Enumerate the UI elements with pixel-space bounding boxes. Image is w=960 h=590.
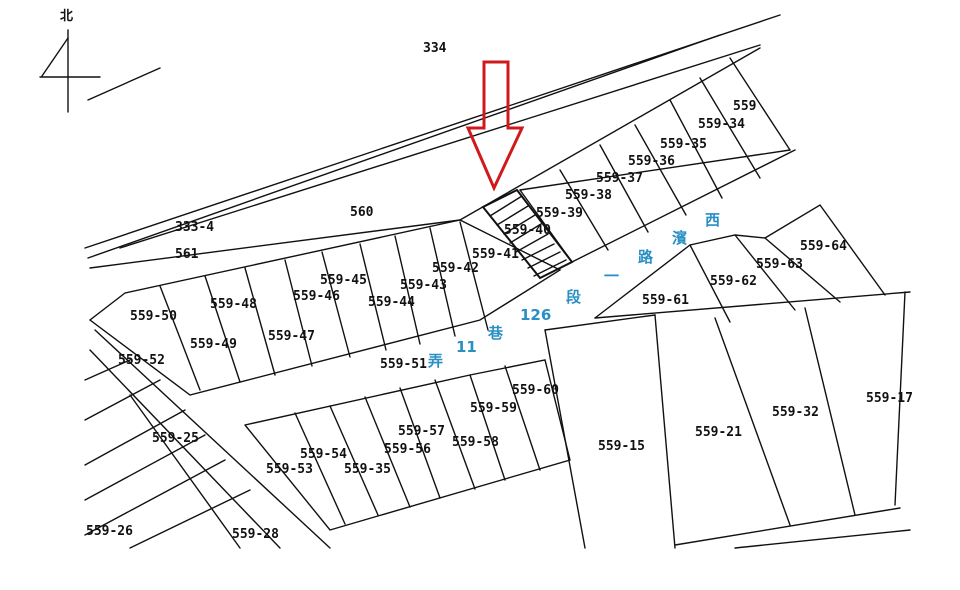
road-boundaries [84, 14, 791, 269]
parcel-label: 559-39 [536, 206, 583, 221]
parcel-label: 559-61 [642, 293, 689, 308]
parcel-label: 559-49 [190, 337, 237, 352]
road-label: 路 [638, 248, 654, 266]
parcel-label: 559-53 [266, 462, 313, 477]
parcel-block-west [84, 329, 331, 549]
target-parcel-559-40 [481, 188, 574, 280]
parcel-label: 559-62 [710, 274, 757, 289]
parcel-label: 559-64 [800, 239, 847, 254]
road-label: 巷 [487, 324, 504, 342]
parcel-label: 559-51 [380, 357, 427, 372]
road-label: 126 [520, 306, 551, 324]
parcel-block-559-34 [519, 57, 796, 263]
parcel-block-east [544, 204, 911, 549]
red-pointer-arrow-icon [465, 60, 525, 192]
parcel-label: 559-57 [398, 424, 445, 439]
parcel-label: 559-21 [695, 425, 742, 440]
parcel-label: 559-35 [344, 462, 391, 477]
parcel-row-north [88, 219, 562, 396]
north-arrow-icon [39, 29, 161, 113]
parcel-label: 559-41 [472, 247, 519, 262]
parcel-label: 559-47 [268, 329, 315, 344]
parcel-label: 334 [423, 41, 447, 56]
parcel-label: 559-32 [772, 405, 819, 420]
parcel-label: 559-25 [152, 431, 199, 446]
parcel-label: 559-28 [232, 527, 279, 542]
road-label: 段 [566, 288, 581, 306]
parcel-label: 559-63 [756, 257, 803, 272]
parcel-label: 559-54 [300, 447, 347, 462]
parcel-label: 559-35 [660, 137, 707, 152]
parcel-label: 559-43 [400, 278, 447, 293]
road-label: 11 [456, 338, 477, 356]
parcel-label: 559-38 [565, 188, 612, 203]
parcel-label: 559-40 [504, 223, 551, 238]
parcel-label: 559-37 [596, 171, 643, 186]
parcel-label: 559-56 [384, 442, 431, 457]
parcel-label: 561 [175, 247, 199, 262]
parcel-label: 559-15 [598, 439, 645, 454]
parcel-label: 559-45 [320, 273, 367, 288]
road-label: 西 [705, 211, 720, 229]
parcel-label: 559-58 [452, 435, 499, 450]
road-label: 濱 [672, 229, 687, 247]
road-label: 弄 [428, 352, 443, 370]
parcel-label: 559-46 [293, 289, 340, 304]
parcel-label: 333-4 [175, 220, 214, 235]
parcel-label: 559-44 [368, 295, 415, 310]
parcel-row-south [244, 359, 571, 531]
parcel-label: 559-48 [210, 297, 257, 312]
parcel-label: 559-52 [118, 353, 165, 368]
parcel-label: 559-59 [470, 401, 517, 416]
parcel-label: 559-36 [628, 154, 675, 169]
parcel-label: 559-50 [130, 309, 177, 324]
parcel-label: 559-17 [866, 391, 913, 406]
parcel-label: 559-26 [86, 524, 133, 539]
road-label: 一 [604, 267, 619, 285]
north-label: 北 [60, 9, 73, 24]
parcel-label: 559 [733, 99, 756, 114]
parcel-label: 559-60 [512, 383, 559, 398]
parcel-label: 559-34 [698, 117, 745, 132]
parcel-label: 559-42 [432, 261, 479, 276]
parcel-label: 560 [350, 205, 374, 220]
